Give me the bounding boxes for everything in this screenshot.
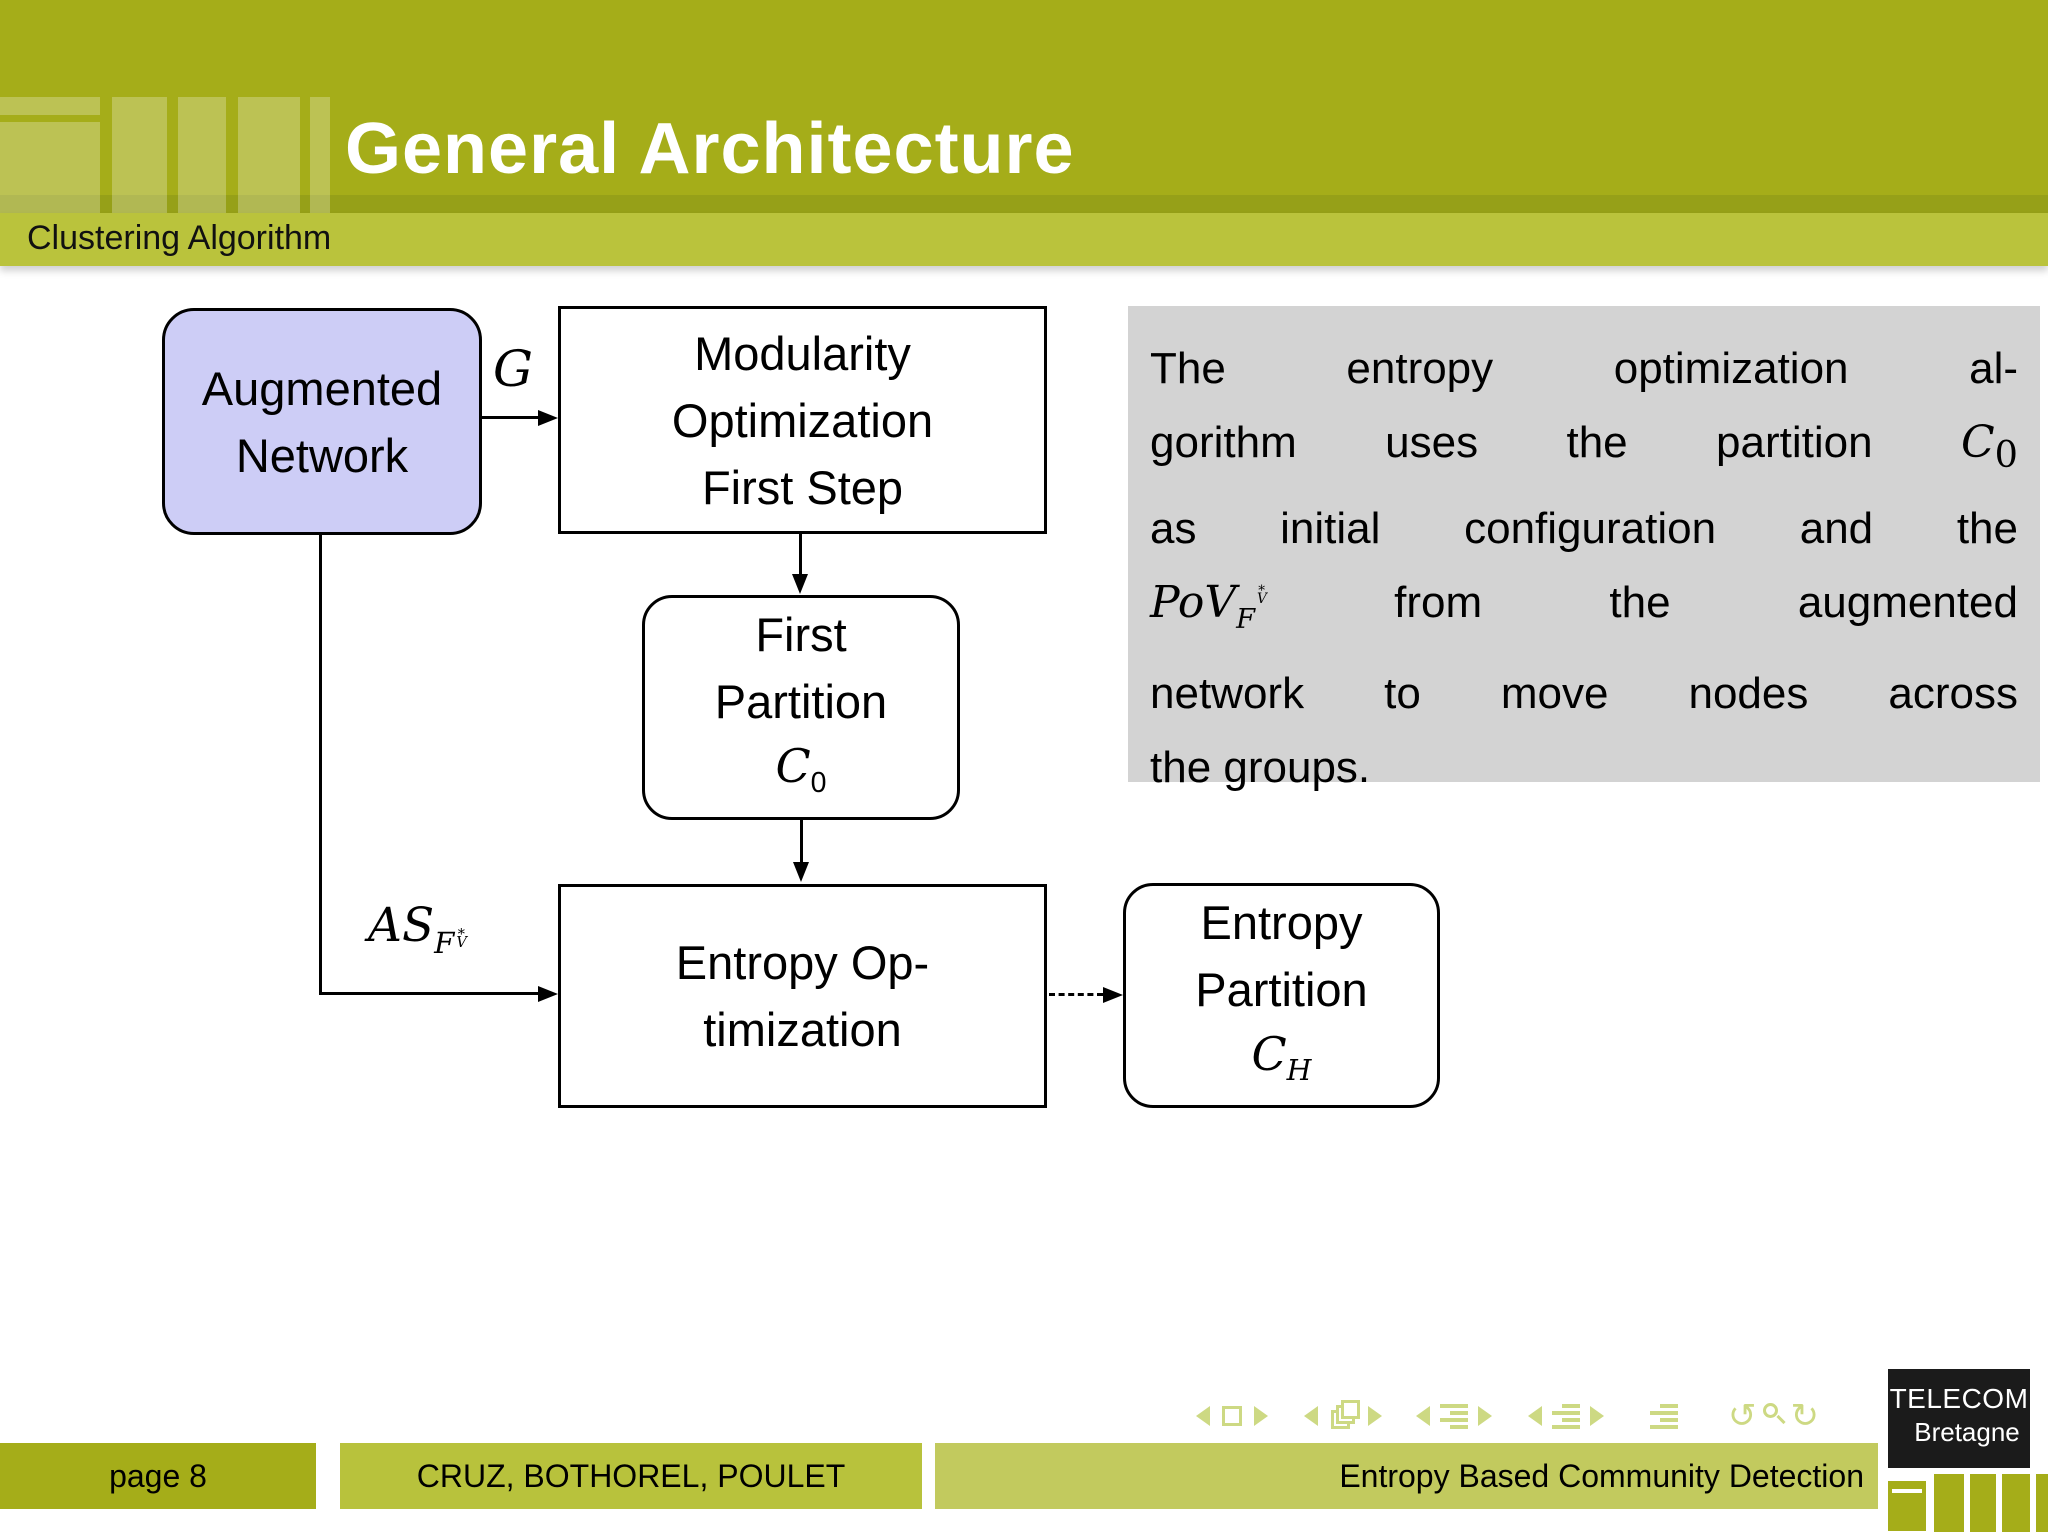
node-entropy-partition: Entropy Partition CH: [1123, 883, 1440, 1108]
frames-icon[interactable]: [1326, 1400, 1360, 1432]
arrowhead-icon: [793, 862, 809, 882]
edge-label-g: G: [493, 340, 533, 398]
math-c0: C0: [1960, 417, 2018, 476]
edge-augmented-to-entropyopt-vertical: [319, 535, 322, 995]
beamer-navigation-bar: ↺ ↻: [1196, 1396, 1819, 1436]
institution-watermark-icon: [0, 122, 100, 215]
node-augmented-network: Augmented Network: [162, 308, 482, 535]
institution-watermark-icon: [112, 97, 167, 215]
footer-authors-block: CRUZ, BOTHOREL, POULET: [340, 1443, 922, 1509]
header-band: [0, 0, 2048, 195]
node-modularity-optimization: Modularity Optimization First Step: [558, 306, 1047, 534]
prev-subsection-icon[interactable]: [1528, 1406, 1542, 1426]
edge-augmented-to-modularity: [482, 416, 540, 419]
subtitle-band: [0, 213, 2048, 266]
redo-icon[interactable]: ↻: [1790, 1396, 1820, 1436]
prev-slide-icon[interactable]: [1196, 1406, 1210, 1426]
arrowhead-icon: [1103, 987, 1123, 1003]
section-subtitle: Clustering Algorithm: [27, 219, 332, 257]
logo-text-bretagne: Bretagne: [1914, 1417, 2020, 1447]
note-line: gorithm uses the partition C0: [1150, 417, 2018, 476]
edge-modularity-to-firstpartition: [799, 534, 802, 576]
institution-watermark-icon: [310, 97, 330, 215]
institution-glyph-icon: [1888, 1481, 1926, 1531]
math-partition-c0: C0: [775, 738, 827, 800]
slide-icon[interactable]: [1222, 1406, 1242, 1426]
node-first-partition: First Partition C0: [642, 595, 960, 820]
node-label-line: Optimization: [671, 393, 934, 447]
institution-glyph-icon: [2036, 1474, 2048, 1532]
institution-glyph-icon: [1934, 1474, 1964, 1532]
edge-entropyopt-to-entropypartition-dashed: [1049, 993, 1103, 996]
prev-section-icon[interactable]: [1416, 1406, 1430, 1426]
edge-augmented-to-entropyopt-horizontal: [319, 992, 540, 995]
node-label-line: Entropy Op-: [675, 936, 930, 989]
node-label-line: Network: [235, 428, 409, 482]
next-slide-icon[interactable]: [1254, 1406, 1268, 1426]
arrowhead-icon: [538, 986, 558, 1002]
page-number: page 8: [109, 1457, 207, 1494]
node-label-line: First: [755, 607, 847, 661]
logo-text-telecom: TELECOM: [1889, 1383, 2029, 1414]
node-label-line: Augmented: [201, 361, 443, 415]
institution-watermark-icon: [0, 97, 100, 115]
footer-title-block: Entropy Based Community Detection: [935, 1443, 1878, 1509]
note-line: as initial configuration and the: [1150, 503, 2018, 553]
note-line: The entropy optimization al-: [1150, 344, 2018, 393]
node-label-line: Partition: [1195, 962, 1368, 1016]
next-frame-icon[interactable]: [1368, 1406, 1382, 1426]
authors: CRUZ, BOTHOREL, POULET: [416, 1457, 846, 1494]
note-block: The entropy optimization al- gorithm use…: [1128, 306, 2040, 792]
node-entropy-optimization: Entropy Op- timization: [558, 884, 1047, 1108]
header-shadow-strip: [0, 195, 2048, 213]
section-list-icon[interactable]: [1440, 1403, 1468, 1429]
node-label-line: First Step: [701, 460, 904, 514]
page-title: General Architecture: [345, 109, 1075, 189]
institution-glyph-icon: [1970, 1474, 1996, 1532]
institution-glyph-icon: [2002, 1474, 2030, 1532]
edge-firstpartition-to-entropyopt: [800, 820, 803, 864]
node-label-line: timization: [703, 1003, 902, 1056]
arrowhead-icon: [792, 574, 808, 594]
next-subsection-icon[interactable]: [1590, 1406, 1604, 1426]
footer-page-block: page 8: [0, 1443, 316, 1509]
appendix-list-icon[interactable]: [1650, 1403, 1678, 1429]
node-label-line: Entropy: [1200, 895, 1363, 949]
note-line: the groups.: [1150, 742, 1371, 792]
zoom-icon[interactable]: [1761, 1401, 1787, 1431]
institution-watermark-icon: [238, 97, 300, 215]
undo-icon[interactable]: ↺: [1728, 1396, 1757, 1436]
math-partition-ch: CH: [1251, 1026, 1312, 1088]
arrowhead-icon: [538, 410, 558, 426]
node-label-line: Modularity: [694, 326, 911, 380]
note-line: network to move nodes across: [1150, 668, 2018, 718]
institution-watermark-icon: [178, 97, 226, 215]
node-label-line: Partition: [714, 674, 888, 728]
subsection-list-icon[interactable]: [1552, 1403, 1580, 1429]
deck-title: Entropy Based Community Detection: [1339, 1457, 1864, 1494]
prev-frame-icon[interactable]: [1304, 1406, 1318, 1426]
next-section-icon[interactable]: [1478, 1406, 1492, 1426]
telecom-bretagne-logo: TELECOM Bretagne: [1888, 1369, 2030, 1468]
